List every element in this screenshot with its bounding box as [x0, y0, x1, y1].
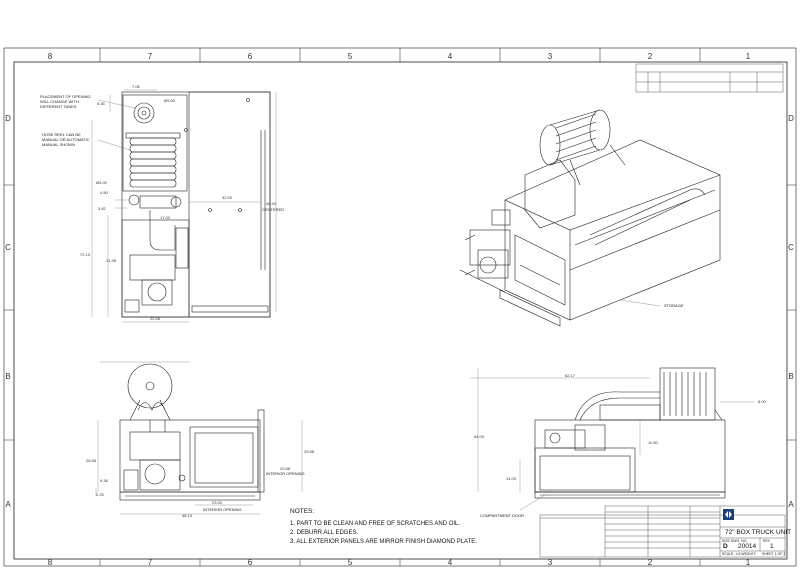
drawing-number: 20014 — [738, 543, 757, 550]
dim-22-06: 22.06 — [150, 316, 161, 321]
sheet-size: D — [723, 543, 728, 550]
interior-opening-label-1: INTERIOR OPENING — [266, 471, 305, 476]
dim-20-88: 20.88 — [280, 466, 291, 471]
dim-23-00: 23.00 — [212, 500, 223, 505]
zone-col-7-top: 7 — [147, 52, 153, 61]
dim-17-00: 17.00 — [160, 215, 171, 220]
zone-row-b-right: B — [788, 372, 794, 381]
zone-col-1-top: 1 — [745, 52, 751, 61]
note-item-3: 3. ALL EXTERIOR PANELS ARE MIRROR FINISH… — [290, 539, 477, 545]
rear-view — [534, 367, 726, 499]
scale-weight: SCALE: 1:8 WEIGHT: — [722, 552, 756, 556]
opening-placement-note: PLACEMENT OF OPENING WILL CHANGE WITH DI… — [40, 94, 91, 109]
dim-4-50: 4.50 — [100, 190, 108, 195]
zone-col-2-top: 2 — [647, 52, 653, 61]
front-view-dimensions — [91, 89, 277, 323]
dim-14-00: 14.00 — [506, 476, 517, 481]
dim-72-13: 72.13 — [80, 252, 91, 257]
zone-col-3-top: 3 — [547, 52, 553, 61]
zone-col-6-top: 6 — [247, 52, 253, 61]
side-view-dimensions — [95, 361, 303, 515]
compartment-door-label: COMPARTMENT DOOR — [480, 513, 525, 518]
zone-col-5-top: 5 — [347, 52, 353, 61]
zone-col-1-bottom: 1 — [745, 558, 751, 567]
company-logo — [723, 509, 734, 520]
zone-row-d-left: D — [5, 114, 11, 123]
dim-26-38: 26.38 — [86, 458, 97, 463]
dim-29-88: 29.88 — [304, 449, 315, 454]
zone-col-5-bottom: 5 — [347, 558, 353, 567]
notes-title: NOTES: — [290, 508, 315, 515]
zone-col-6-bottom: 6 — [247, 558, 253, 567]
revision-table — [635, 63, 784, 93]
sheet-number: SHEET 1 OF 2 — [762, 552, 786, 556]
note-item-1: 1. PART TO BE CLEAN AND FREE OF SCRATCHE… — [290, 521, 461, 527]
dim-5-36: 5.36 — [97, 101, 105, 106]
dim-dia-9: Ø9.00 — [164, 98, 175, 103]
revision-number: 1 — [770, 543, 774, 550]
zone-ticks — [4, 48, 796, 566]
dim-32-00: 32.00 — [222, 195, 233, 200]
zone-row-b-left: B — [5, 372, 11, 381]
size-label: SIZE DWG. NO. — [722, 539, 748, 543]
dim-2-25: 2.25 — [96, 492, 104, 497]
zone-col-8-bottom: 8 — [47, 558, 53, 567]
hose-reel-note: HOSE REEL CAN BE MANUAL OR AUTOMATIC MAN… — [42, 132, 90, 147]
storage-leader — [619, 299, 661, 307]
zone-row-a-right: A — [788, 500, 794, 509]
zone-col-4-bottom: 4 — [447, 558, 453, 567]
zone-col-2-bottom: 2 — [647, 558, 653, 567]
title-block — [539, 505, 786, 558]
zone-col-4-top: 4 — [447, 52, 453, 61]
zone-col-7-bottom: 7 — [147, 558, 153, 567]
zone-col-3-bottom: 3 — [547, 558, 553, 567]
rev-label: REV — [763, 539, 771, 543]
centered-label: CENTERED — [262, 207, 285, 212]
rear-view-dimensions — [470, 368, 755, 511]
front-hose-reel — [125, 132, 181, 188]
inner-border — [13, 61, 788, 560]
dim-48-13: 48.13 — [182, 513, 193, 518]
side-view — [119, 363, 265, 501]
dim-7-06: 7.06 — [132, 84, 140, 89]
interior-opening-label-2: INTERIOR OPENING — [203, 507, 242, 512]
dim-31-36: 31.36 — [106, 258, 117, 263]
zone-row-c-left: C — [5, 243, 11, 252]
note-item-2: 2. DEBURR ALL EDGES. — [290, 530, 359, 536]
storage-label: STORAGE — [664, 303, 684, 308]
zone-row-d-right: D — [788, 114, 794, 123]
dim-9-38: 9.38 — [100, 478, 108, 483]
dim-64-00: 64.00 — [474, 434, 485, 439]
front-view — [121, 91, 271, 318]
zone-col-8-top: 8 — [47, 52, 53, 61]
dim-48-93: 48.93 — [266, 201, 277, 206]
drawing-title: 72" BOX TRUCK UNIT — [725, 529, 792, 536]
dim-8-00: 8.00 — [758, 399, 766, 404]
dim-3-82: 3.82 — [98, 206, 106, 211]
dim-11-50: 11.50 — [648, 440, 658, 445]
zone-row-c-right: C — [788, 243, 794, 252]
dim-dia-4: Ø4.00 — [96, 180, 107, 185]
isometric-view — [459, 109, 721, 327]
zone-row-a-left: A — [5, 500, 11, 509]
dim-62-17: 62.17 — [565, 373, 576, 378]
